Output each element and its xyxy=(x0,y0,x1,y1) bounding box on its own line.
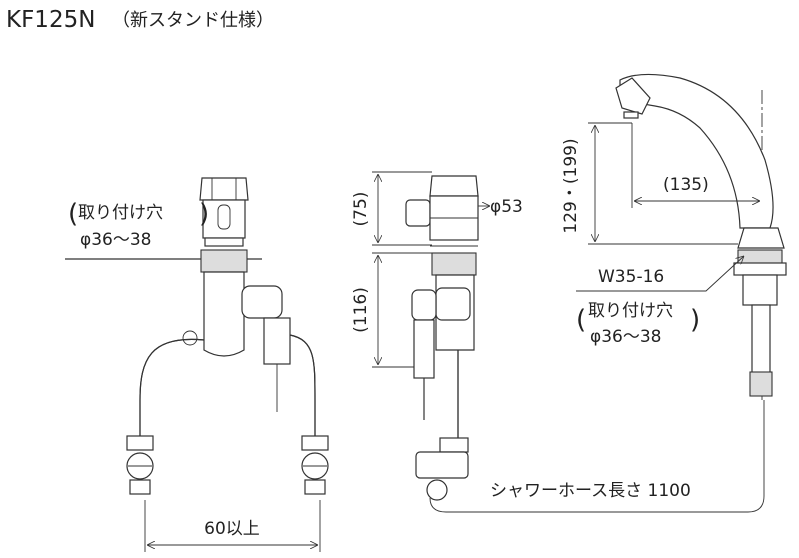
shower-connector xyxy=(263,317,291,365)
hose-left xyxy=(139,338,205,440)
stop-valve-right xyxy=(301,435,329,451)
handle xyxy=(199,177,249,201)
mount-hole-size-right: φ36〜38 xyxy=(590,327,661,347)
spacing-dimension: 60以上 xyxy=(204,519,260,539)
mount-hole-size: φ36〜38 xyxy=(80,230,151,250)
stop-valve-left xyxy=(126,435,154,451)
mount-hole-label-right: 取り付け穴 xyxy=(588,301,673,321)
dim-75: (75) xyxy=(351,192,371,227)
svg-text:): ) xyxy=(199,199,209,229)
valve-body xyxy=(202,199,246,239)
height-dimension: 129・(199) xyxy=(561,138,581,233)
dim-116: (116) xyxy=(351,287,371,333)
svg-text:): ) xyxy=(690,305,700,335)
side-view: (75) (116) φ53 シャワーホース長さ 1100 xyxy=(351,171,765,513)
model-subtitle: （新スタンド仕様） xyxy=(112,10,274,31)
diameter-53: φ53 xyxy=(490,197,523,217)
spout-view: 129・(199) (135) W35-16 ( ) 取り付け穴 φ36〜38 xyxy=(561,73,787,400)
mount-hole-label: 取り付け穴 xyxy=(78,203,163,223)
hose-right xyxy=(289,334,316,440)
thread-spec: W35-16 xyxy=(598,267,664,287)
reach-dimension: (135) xyxy=(663,175,709,195)
mount-nut xyxy=(200,249,248,273)
side-connector xyxy=(413,319,435,379)
svg-text:(: ( xyxy=(68,199,78,229)
svg-text:(: ( xyxy=(576,305,586,335)
hose-length-line xyxy=(429,400,765,513)
spout xyxy=(619,73,774,229)
body-pipe xyxy=(203,271,245,357)
model-title: KF125N xyxy=(6,7,95,33)
front-view: 60以上 ( ) 取り付け穴 φ36〜38 xyxy=(65,177,329,552)
hose-length: シャワーホース長さ 1100 xyxy=(490,481,691,501)
